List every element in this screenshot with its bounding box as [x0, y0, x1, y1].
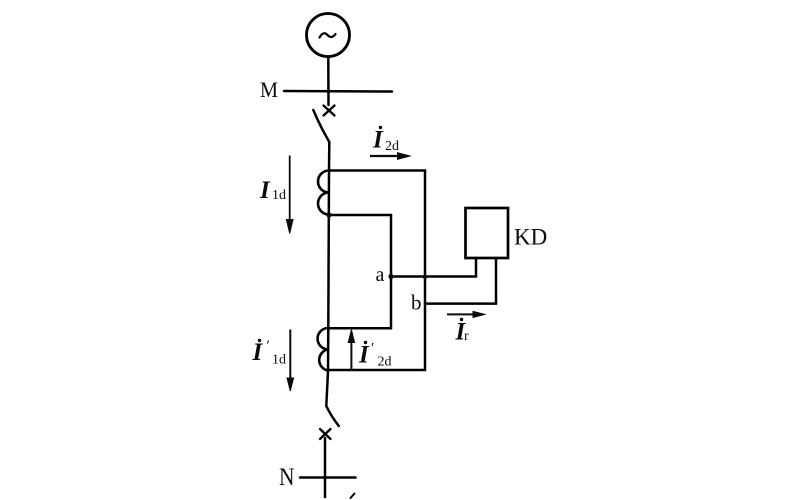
- svg-text:a: a: [376, 264, 385, 286]
- svg-text:′: ′: [267, 338, 270, 354]
- svg-text:I: I: [358, 342, 370, 369]
- svg-text:I: I: [259, 177, 271, 204]
- svg-text:I: I: [252, 339, 264, 366]
- svg-text:1d: 1d: [272, 188, 286, 203]
- svg-text:I: I: [455, 319, 467, 346]
- svg-text:r: r: [464, 329, 469, 344]
- svg-text:b: b: [411, 291, 422, 315]
- svg-text:KD: KD: [514, 225, 547, 250]
- svg-text:1d: 1d: [272, 353, 286, 368]
- svg-text:I: I: [372, 127, 384, 154]
- svg-text:′: ′: [371, 341, 374, 357]
- svg-text:N: N: [279, 464, 295, 491]
- svg-text:M: M: [260, 77, 278, 102]
- svg-text:2d: 2d: [378, 355, 392, 370]
- svg-text:2d: 2d: [385, 139, 399, 154]
